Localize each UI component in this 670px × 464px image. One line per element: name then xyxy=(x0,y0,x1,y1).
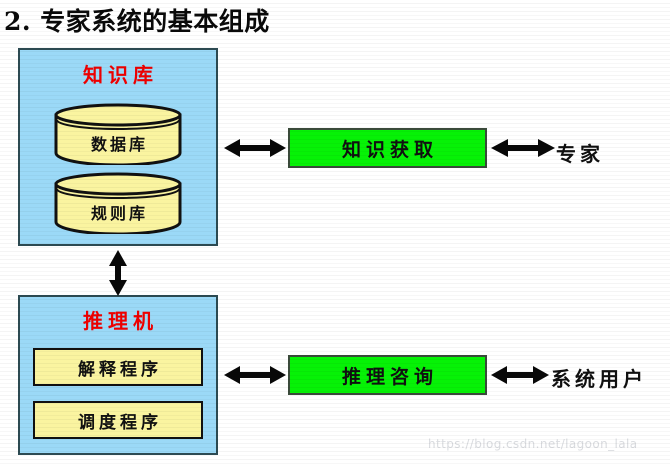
page-title: 2. 专家系统的基本组成 xyxy=(4,7,270,36)
arrow-knowledge-base-to-inference-engine xyxy=(104,250,132,296)
cylinder-shape-rule-base xyxy=(54,172,182,234)
rule-base-cylinder: 规则库 xyxy=(53,172,183,234)
knowledge-acquisition-box: 知识获取 xyxy=(288,128,487,168)
expert-label: 专家 xyxy=(556,142,604,166)
inference-consultation-box: 推理咨询 xyxy=(288,355,487,395)
database-cylinder: 数据库 xyxy=(53,103,183,165)
interpreter-module: 解释程序 xyxy=(33,348,203,386)
inference-engine-title: 推理机 xyxy=(83,309,158,333)
rule-base-label: 规则库 xyxy=(90,204,148,223)
system-user-label: 系统用户 xyxy=(551,367,647,391)
cylinder-shape-database xyxy=(54,103,182,165)
arrow-inference-consultation-to-system-user xyxy=(491,361,549,389)
arrow-knowledge-base-to-knowledge-acquisition xyxy=(224,134,286,162)
knowledge-base-title: 知识库 xyxy=(83,63,158,87)
arrow-inference-engine-to-inference-consultation xyxy=(224,361,286,389)
database-label: 数据库 xyxy=(90,135,148,154)
scheduler-module: 调度程序 xyxy=(33,401,203,439)
watermark: https://blog.csdn.net/lagoon_lala xyxy=(428,437,638,451)
arrow-knowledge-acquisition-to-expert xyxy=(491,134,555,162)
